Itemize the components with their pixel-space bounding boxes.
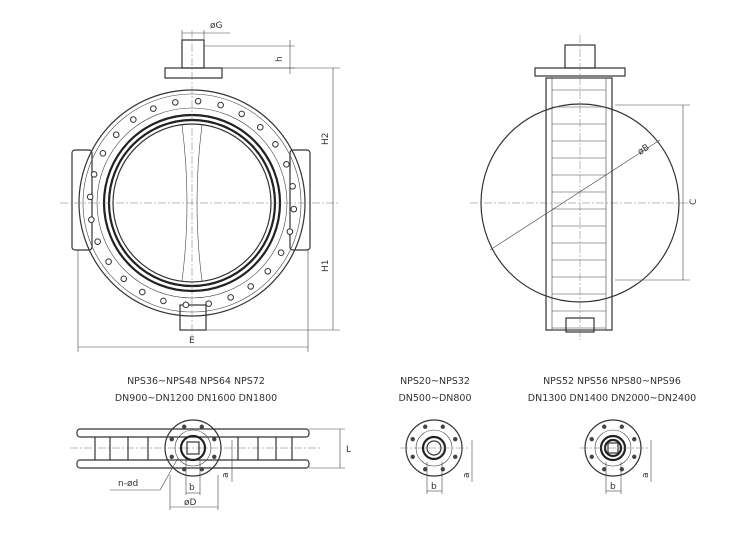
bolt-hole — [410, 436, 415, 442]
top-view-alt: NPS52 NPS56 NPS80~NPS96 DN1300 DN1400 DN… — [528, 376, 696, 494]
overall-width-label: E — [189, 336, 195, 346]
body-ribs — [552, 89, 606, 329]
bolt-hole — [589, 436, 594, 442]
bolt-hole — [589, 454, 594, 460]
stem-diameter-label: øG — [210, 21, 223, 31]
variant-2-line2: DN500~DN800 — [398, 393, 471, 404]
variant-3-line1: NPS52 NPS56 NPS80~NPS96 — [543, 376, 681, 387]
variant-3-line2: DN1300 DN1400 DN2000~DN2400 — [528, 393, 696, 404]
bolt-hole — [410, 454, 415, 460]
bolt-hole — [194, 97, 202, 105]
bolt-hole — [632, 454, 637, 460]
bolt-holes-label: n-ød — [118, 479, 138, 489]
stem-height-label: h — [275, 56, 285, 62]
variant-1-line1: NPS36~NPS48 NPS64 NPS72 — [127, 376, 265, 387]
top-view-large: NPS36~NPS48 NPS64 NPS72 DN900~DN1200 DN1… — [70, 376, 351, 510]
upper-height-label: H2 — [321, 133, 331, 146]
bolt-hole — [264, 267, 272, 275]
bolt-hole — [139, 288, 146, 296]
bolt-hole — [212, 454, 217, 460]
bolt-hole — [453, 454, 458, 460]
side-view: øB C — [470, 35, 699, 340]
top-view-small: NPS20~NPS32 DN500~DN800 b a — [398, 376, 473, 494]
bolt-hole — [182, 301, 190, 309]
bolt-hole — [440, 467, 446, 472]
bolt-hole — [277, 249, 285, 256]
right-lug — [289, 149, 311, 251]
bottom-stub — [179, 304, 207, 331]
bolt-hole — [601, 467, 607, 472]
key-width-label-2: b — [431, 482, 437, 492]
bolt-hole — [205, 300, 212, 307]
bolt-hole — [619, 424, 625, 429]
bolt-hole — [181, 467, 187, 472]
variant-1-line2: DN900~DN1200 DN1600 DN1800 — [115, 393, 277, 404]
bolt-hole — [453, 436, 458, 442]
key-depth-label-1: a — [221, 472, 231, 478]
bolt-hole — [199, 467, 205, 472]
bolt-hole — [181, 424, 187, 429]
bolt-hole — [632, 436, 637, 442]
bolt-hole — [99, 150, 107, 157]
top-flange — [164, 67, 223, 79]
bolt-hole — [256, 123, 264, 131]
bolt-hole — [150, 105, 157, 112]
key-depth-label-3: a — [641, 472, 651, 478]
key-width-label-3: b — [610, 482, 616, 492]
bolt-hole — [112, 131, 120, 139]
bolt-hole — [440, 424, 446, 429]
bolt-hole — [88, 216, 95, 223]
key-width-label: b — [189, 483, 195, 493]
flange-diameter-label: øD — [184, 498, 197, 508]
mount-flange — [164, 419, 222, 477]
bolt-hole — [169, 436, 174, 442]
bolt-hole — [94, 238, 101, 245]
bolt-hole — [290, 205, 298, 213]
bolt-hole — [120, 275, 128, 283]
face-length-label: L — [346, 445, 351, 455]
bolt-hole — [172, 99, 179, 106]
disc-diameter-label: øB — [636, 143, 651, 158]
stem — [181, 39, 205, 69]
bolt-hole — [160, 297, 167, 305]
bolt-holes — [86, 97, 298, 309]
bolt-hole — [422, 467, 428, 472]
bolt-hole — [130, 116, 137, 123]
bolt-hole — [289, 183, 296, 190]
variant-2-line1: NPS20~NPS32 — [400, 376, 470, 387]
bolt-hole — [247, 283, 254, 290]
bolt-hole — [238, 110, 245, 118]
bolt-hole — [217, 101, 224, 109]
disc-chord-label: C — [689, 199, 699, 205]
bolt-hole — [422, 424, 428, 429]
bolt-hole — [105, 258, 112, 265]
left-lug — [71, 149, 93, 251]
bolt-hole — [272, 141, 279, 148]
lower-height-label: H1 — [321, 260, 331, 273]
bolt-hole — [199, 424, 205, 429]
bolt-hole — [90, 171, 98, 178]
bolt-hole — [86, 193, 94, 201]
key-depth-label-2: a — [462, 472, 472, 478]
bolt-hole — [169, 454, 174, 460]
bolt-hole — [601, 424, 607, 429]
valve-body-side — [545, 77, 613, 331]
bolt-hole — [283, 161, 290, 168]
bolt-hole — [227, 294, 234, 301]
front-view: øG h H2 H1 E — [60, 21, 340, 352]
bolt-hole — [619, 467, 625, 472]
bolt-hole — [212, 436, 217, 442]
bolt-hole — [286, 228, 294, 235]
